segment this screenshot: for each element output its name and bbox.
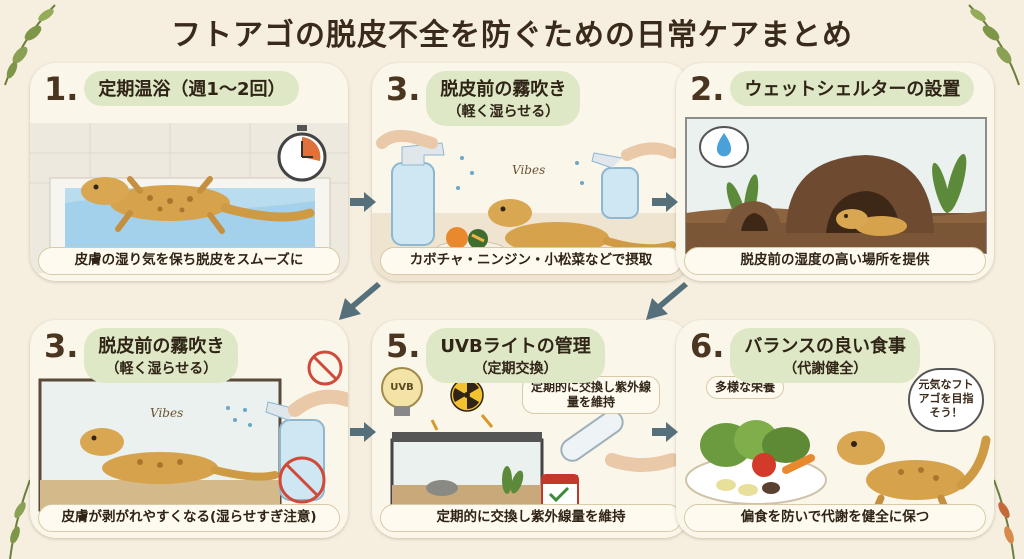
card-header: 3. 脱皮前の霧吹き （軽く湿らせる） (382, 69, 680, 126)
card-uvb: 定期的に交換し紫外線量を維持 UVB 5. UVBライトの管理 （定期交換） 定… (372, 320, 690, 538)
plant-icon (502, 466, 524, 494)
step-number: 1. (44, 70, 79, 108)
spray-bottle-icon (265, 389, 348, 501)
calendar-icon (541, 474, 579, 510)
arrow-right-icon (350, 192, 376, 212)
spray-bottle-icon (376, 129, 445, 246)
card-title: 定期温浴（週1〜2回） (98, 79, 286, 100)
arrow-right-icon (652, 192, 678, 212)
no-spray-icon (307, 350, 343, 386)
title-pill: UVBライトの管理 （定期交換） (426, 328, 605, 383)
card-diet: 多様な栄養 元気なフトアゴを目指そう！ 6. バランスの良い食事 （代謝健全） … (676, 320, 994, 538)
spray-bottle-icon (591, 142, 678, 219)
leaf-decoration-bottom-right (993, 479, 1015, 559)
card-subtitle: （軽く湿らせる） (447, 104, 560, 120)
card-caption: カボチャ・ニンジン・小松菜などで摂取 (380, 247, 682, 275)
card-caption: 皮膚の湿り気を保ち脱皮をスムーズに (38, 247, 340, 275)
leaf-decoration-top-left (4, 4, 56, 86)
card-title: バランスの良い食事 (744, 336, 907, 357)
arrow-down-left-icon (339, 282, 381, 320)
card-subtitle: （定期交換） (473, 361, 558, 377)
diet-scene (685, 420, 991, 516)
card-header: 5. UVBライトの管理 （定期交換） (382, 326, 680, 383)
lizard-icon (837, 431, 991, 516)
arrow-right-icon (350, 422, 376, 442)
card-title: UVBライトの管理 (440, 336, 591, 357)
leaf-decoration-top-right (968, 4, 1020, 86)
card-header: 2. ウェットシェルターの設置 (686, 69, 984, 125)
arrow-right-icon (652, 422, 678, 442)
water-drop-icon (699, 126, 749, 168)
card-header: 3. 脱皮前の霧吹き （軽く湿らせる） (40, 326, 338, 383)
card-mist-bottom: Vibes 3. 脱皮前の霧吹き （軽く湿らせる） 皮膚が剥がれやすくなる(湿ら… (30, 320, 348, 538)
card-title: 脱皮前の霧吹き (440, 79, 567, 100)
title-pill: 脱皮前の霧吹き （軽く湿らせる） (426, 71, 581, 126)
leaf-decoration-bottom-left (9, 479, 31, 559)
card-caption: 脱皮前の湿度の高い場所を提供 (684, 247, 986, 275)
lizard-icon (836, 209, 907, 236)
speech-bubble: 元気なフトアゴを目指そう！ (908, 368, 984, 432)
card-mist-top: Vibes 3. 脱皮前の霧吹き （軽く湿らせる） カボチャ・ニンジン・小松菜な… (372, 63, 690, 281)
step-number: 3. (44, 327, 79, 365)
step-number: 2. (690, 70, 725, 108)
lizard-icon (80, 428, 279, 484)
uvb-scene (381, 367, 679, 510)
stopwatch-icon (277, 125, 327, 182)
vibes-tag: Vibes (512, 163, 546, 177)
card-header: 6. バランスの良い食事 （代謝健全） (686, 326, 984, 383)
vibes-tag: Vibes (150, 406, 184, 420)
radiation-icon (450, 378, 484, 412)
card-caption: 定期的に交換し紫外線量を維持 (380, 504, 682, 532)
rock-shelter-icon (724, 155, 934, 233)
card-subtitle: （代謝健全） (783, 361, 868, 377)
page-title: フトアゴの脱皮不全を防ぐための日常ケアまとめ (171, 18, 853, 53)
no-spray-icon (278, 456, 326, 504)
lizard-icon (81, 176, 315, 234)
uv-tube-icon (560, 410, 679, 472)
title-pill: 定期温浴（週1〜2回） (84, 71, 300, 106)
title-pill: バランスの良い食事 （代謝健全） (730, 328, 921, 383)
food-plate-icon (685, 420, 827, 505)
card-title: ウェットシェルターの設置 (744, 79, 961, 100)
title-pill: ウェットシェルターの設置 (730, 71, 975, 106)
step-number: 3. (386, 70, 421, 108)
card-caption: 皮膚が剥がれやすくなる(湿らせすぎ注意) (38, 504, 340, 532)
bath-scene (30, 123, 348, 273)
title-pill: 脱皮前の霧吹き （軽く湿らせる） (84, 328, 239, 383)
step-number: 6. (690, 327, 725, 365)
card-subtitle: （軽く湿らせる） (105, 361, 218, 377)
card-wet-shelter: 2. ウェットシェルターの設置 脱皮前の湿度の高い場所を提供 (676, 63, 994, 281)
card-bath: 1. 定期温浴（週1〜2回） 皮膚の湿り気を保ち脱皮をスムーズに (30, 63, 348, 281)
step-number: 5. (386, 327, 421, 365)
bulb-label: UVB (390, 382, 414, 393)
arrow-down-left-icon (646, 282, 688, 320)
card-title: 脱皮前の霧吹き (98, 336, 225, 357)
card-caption: 偏食を防いで代謝を健全に保つ (684, 504, 986, 532)
card-header: 1. 定期温浴（週1〜2回） (40, 69, 338, 125)
light-bulb-icon (381, 367, 423, 416)
